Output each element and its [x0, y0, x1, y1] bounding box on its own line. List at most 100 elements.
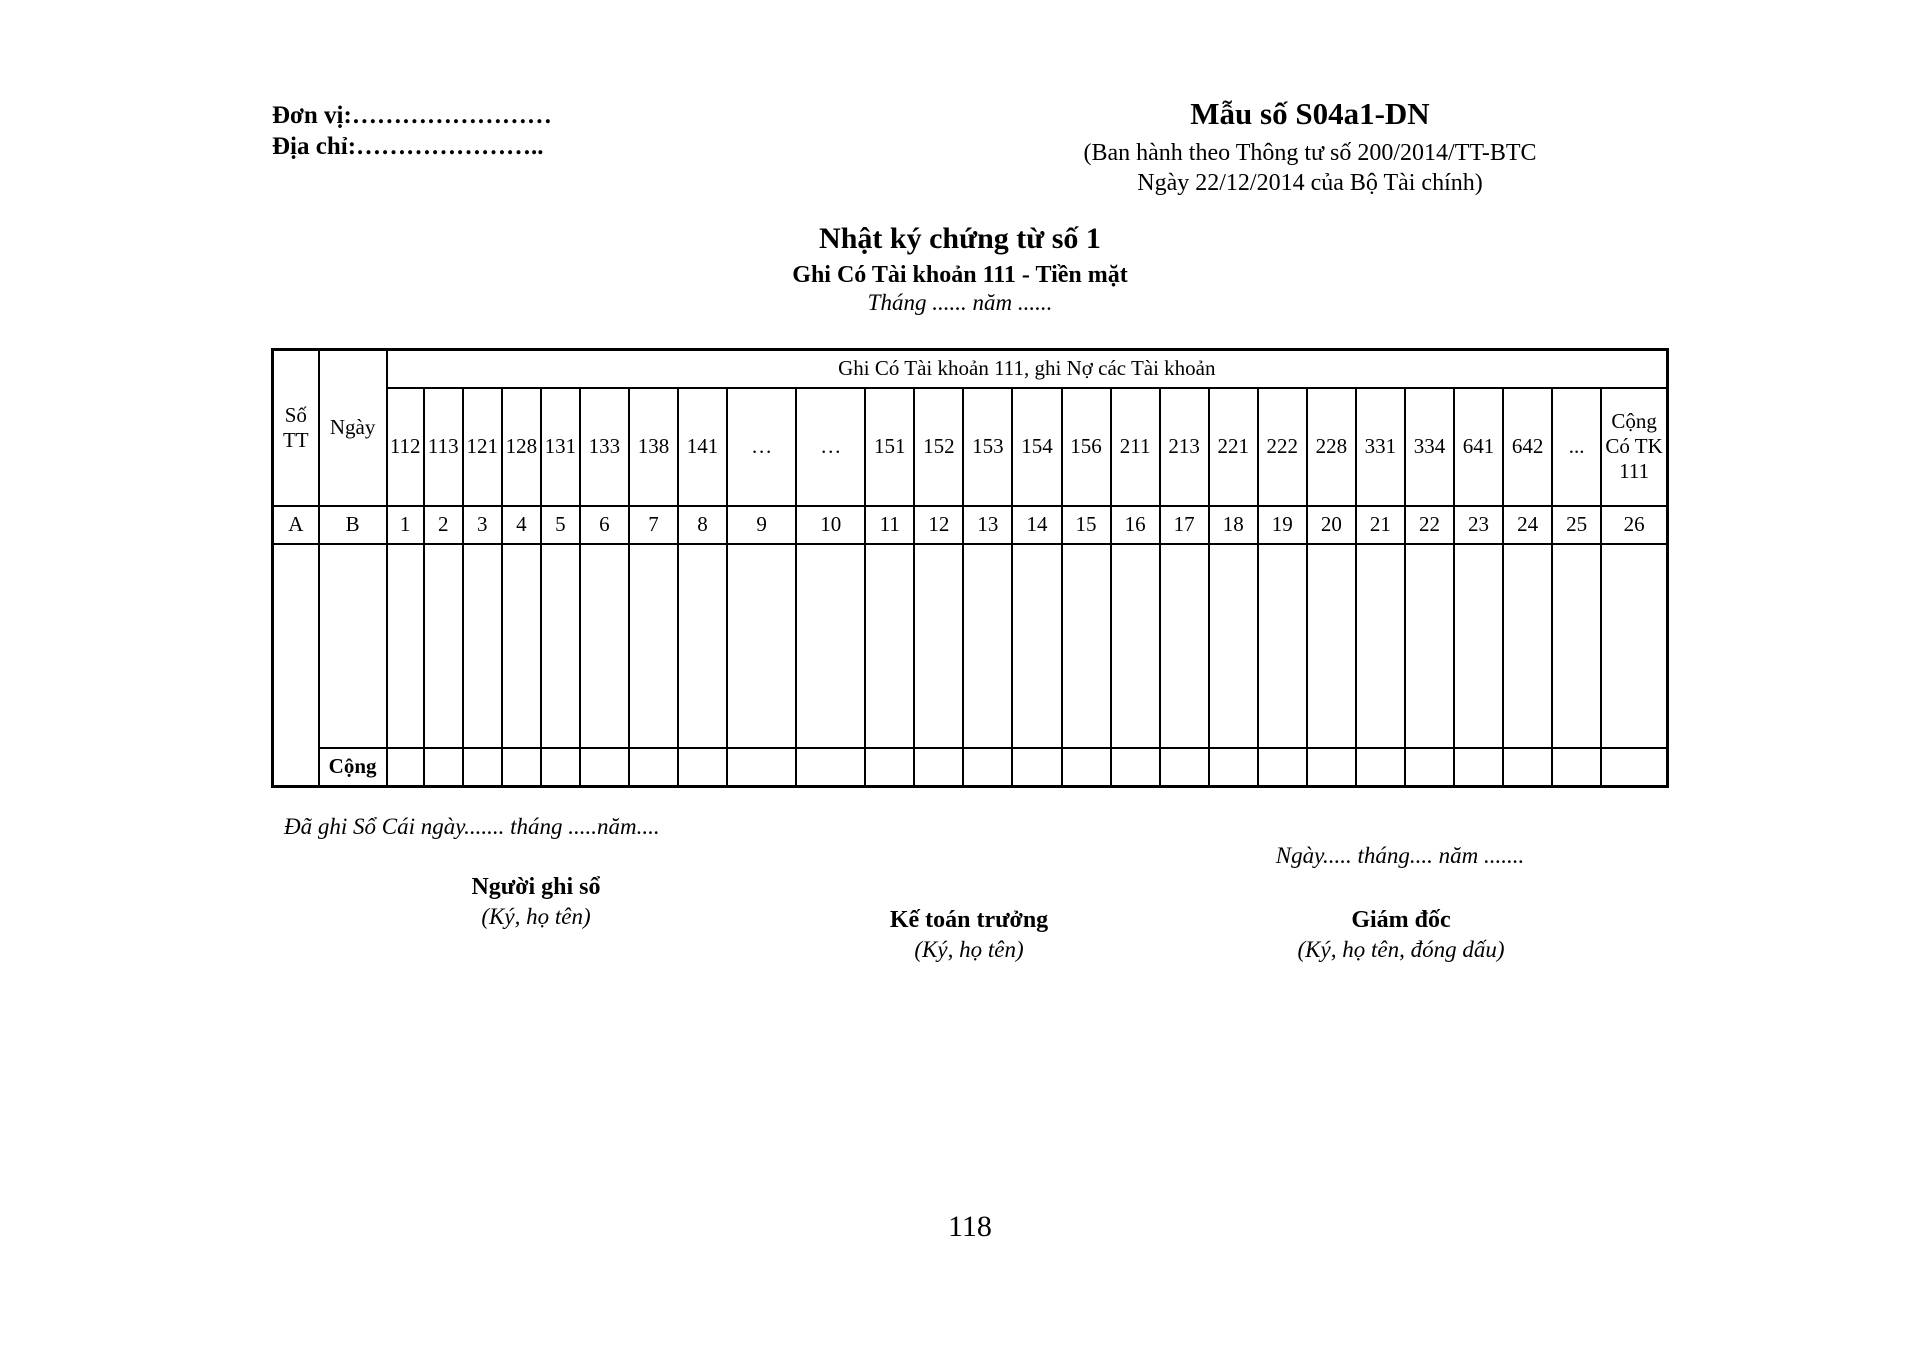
total-cell [1256, 746, 1308, 788]
empty-cell [1060, 542, 1112, 749]
total-cell [539, 746, 581, 788]
unit-label: Đơn vị:…………………… [272, 102, 552, 129]
empty-cell [1354, 542, 1406, 749]
account-header: … [795, 386, 867, 507]
page-number: 118 [948, 1210, 992, 1243]
chief-accountant-note: (Ký, họ tên) [914, 937, 1024, 962]
director-note: (Ký, họ tên, đóng dấu) [1297, 937, 1505, 962]
total-cell [385, 746, 425, 788]
account-header: 151 [864, 386, 916, 507]
account-header: 152 [913, 386, 965, 507]
account-header: 121 [461, 386, 503, 507]
account-header: 331 [1354, 386, 1406, 507]
account-header: 221 [1207, 386, 1259, 507]
account-header: 154 [1011, 386, 1063, 507]
chief-accountant-title: Kế toán trưởng [889, 907, 1049, 933]
account-header: 641 [1453, 386, 1505, 507]
index-cell: 22 [1403, 504, 1456, 545]
empty-cell [1158, 542, 1210, 749]
form-number: Mẫu số S04a1-DN [1190, 96, 1430, 131]
index-cell: 21 [1354, 504, 1406, 545]
index-cell: 7 [627, 504, 680, 545]
total-cell [726, 746, 798, 788]
account-header: 222 [1256, 386, 1308, 507]
recorder-note: (Ký, họ tên) [481, 904, 591, 929]
index-cell: 1 [385, 504, 425, 545]
total-row: Cộng [273, 746, 1669, 788]
account-header: 156 [1060, 386, 1112, 507]
header-group-debit-accounts: Ghi Có Tài khoản 111, ghi Nợ các Tài kho… [385, 348, 1669, 389]
empty-cell [1256, 542, 1308, 749]
index-cell: 20 [1305, 504, 1357, 545]
header-stt: Số TT [271, 348, 320, 507]
recorder-title: Người ghi sổ [471, 874, 601, 900]
account-header: 112 [385, 386, 425, 507]
empty-cell [913, 542, 965, 749]
total-cell [1403, 746, 1456, 788]
total-cell [1453, 746, 1505, 788]
index-cell: 4 [500, 504, 542, 545]
journal-period: Tháng ...... năm ...... [867, 290, 1053, 315]
empty-cell [962, 542, 1014, 749]
account-header: ... [1551, 386, 1603, 507]
index-cell: 10 [795, 504, 867, 545]
total-row-label: Cộng [317, 746, 388, 788]
account-header: … [726, 386, 798, 507]
total-cell [962, 746, 1014, 788]
index-cell: 3 [461, 504, 503, 545]
empty-cell [461, 542, 503, 749]
empty-cell [539, 542, 581, 749]
index-cell: 16 [1109, 504, 1161, 545]
empty-cell [271, 542, 320, 788]
total-cell [1060, 746, 1112, 788]
total-cell [1502, 746, 1554, 788]
index-cell: 8 [677, 504, 729, 545]
index-cell: 19 [1256, 504, 1308, 545]
ledger-posting-note: Đã ghi Sổ Cái ngày....... tháng .....năm… [284, 814, 660, 839]
empty-cell [1011, 542, 1063, 749]
account-header: 211 [1109, 386, 1161, 507]
account-header: 642 [1502, 386, 1554, 507]
total-cell [795, 746, 867, 788]
table-row [271, 542, 1669, 788]
total-credit-header: Cộng Có TK 111 [1600, 386, 1669, 507]
address-label: Địa chỉ:………………….. [272, 133, 544, 160]
index-cell: 14 [1011, 504, 1063, 545]
empty-cell [422, 542, 464, 749]
account-header: 128 [500, 386, 542, 507]
empty-cell [677, 542, 729, 749]
empty-cell [1600, 542, 1669, 749]
index-cell: B [317, 504, 388, 545]
index-cell: 25 [1551, 504, 1603, 545]
empty-cell [500, 542, 542, 749]
empty-cell [578, 542, 630, 749]
index-cell: 9 [726, 504, 798, 545]
empty-cell [1453, 542, 1505, 749]
total-cell [864, 746, 916, 788]
index-cell: 2 [422, 504, 464, 545]
index-cell: 15 [1060, 504, 1112, 545]
total-cell [1109, 746, 1161, 788]
account-header: 141 [677, 386, 729, 507]
director-title: Giám đốc [1351, 907, 1451, 933]
empty-cell [317, 542, 388, 749]
index-cell: 26 [1600, 504, 1669, 545]
issuance-note: (Ban hành theo Thông tư số 200/2014/TT-B… [1000, 138, 1620, 198]
account-header: 138 [627, 386, 680, 507]
index-cell: 24 [1502, 504, 1554, 545]
index-cell: 12 [913, 504, 965, 545]
issuance-line-2: Ngày 22/12/2014 của Bộ Tài chính) [1137, 170, 1483, 196]
header-ngay: Ngày [317, 348, 388, 507]
account-header: 213 [1158, 386, 1210, 507]
total-cell [627, 746, 680, 788]
issuance-line-1: (Ban hành theo Thông tư số 200/2014/TT-B… [1083, 140, 1537, 166]
index-cell: 18 [1207, 504, 1259, 545]
total-cell [677, 746, 729, 788]
empty-cell [1551, 542, 1603, 749]
index-cell: A [271, 504, 320, 545]
index-cell: 13 [962, 504, 1014, 545]
total-cell [1207, 746, 1259, 788]
account-header: 153 [962, 386, 1014, 507]
journal-title: Nhật ký chứng từ số 1 [819, 222, 1101, 255]
total-cell [1011, 746, 1063, 788]
